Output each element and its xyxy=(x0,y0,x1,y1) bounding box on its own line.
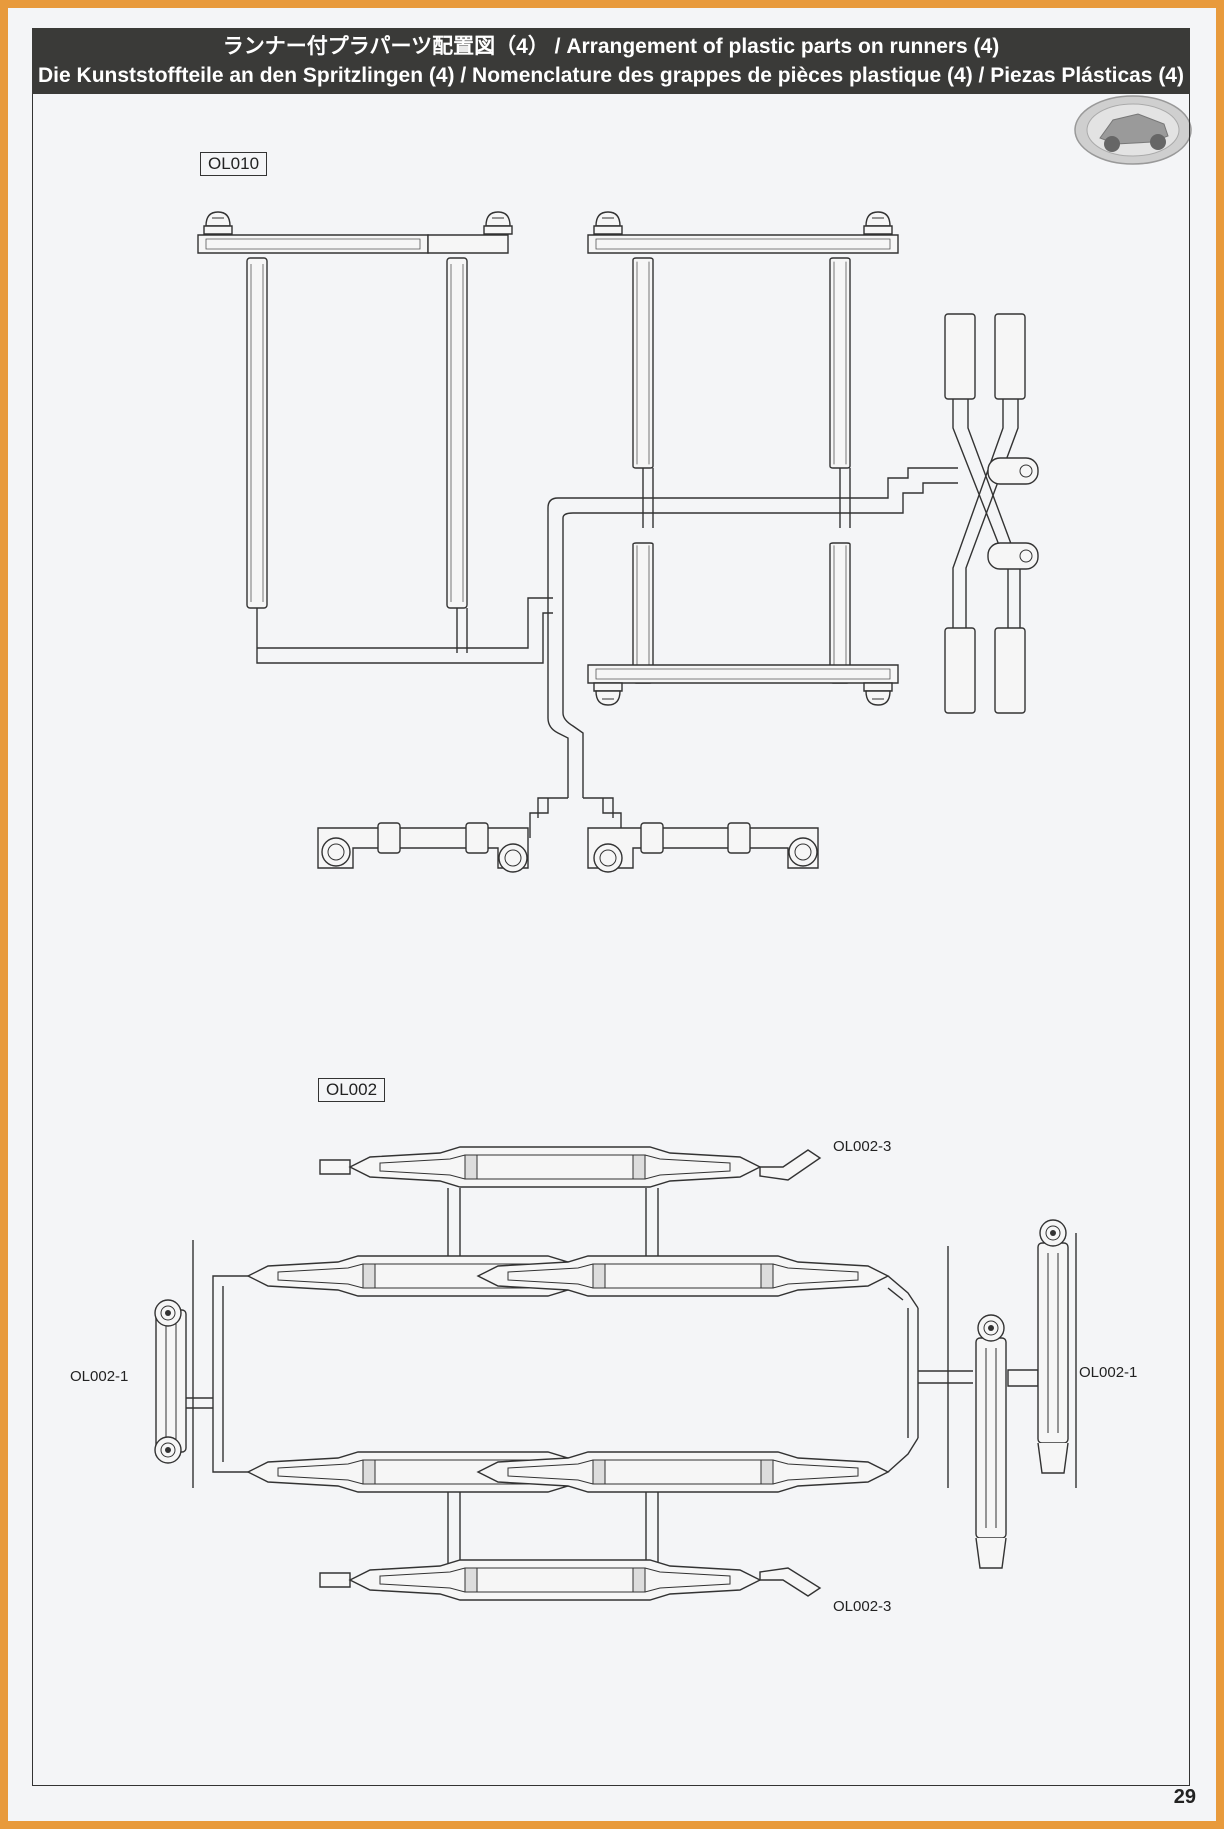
part-label-ol002-1-right: OL002-1 xyxy=(1079,1364,1138,1381)
header-title-line-2: Die Kunststoffteile an den Spritzlingen … xyxy=(38,64,1184,87)
runner-label-ol010: OL010 xyxy=(200,152,268,176)
part-label-ol002-3-top: OL002-3 xyxy=(833,1138,892,1155)
content-frame xyxy=(32,94,1190,1786)
part-label-ol002-3-bottom: OL002-3 xyxy=(833,1598,892,1615)
manual-page: ランナー付プラパーツ配置図（4） / Arrangement of plasti… xyxy=(8,8,1216,1821)
part-label-ol002-1-left: OL002-1 xyxy=(70,1368,129,1385)
runner-label-ol002: OL002 xyxy=(318,1078,386,1102)
magazine-logo xyxy=(1074,95,1192,165)
runner-ol010-drawing xyxy=(198,211,1038,872)
page-header: ランナー付プラパーツ配置図（4） / Arrangement of plasti… xyxy=(32,28,1190,94)
runner-ol002-drawing xyxy=(154,1146,1076,1601)
runner-line-drawings xyxy=(154,211,1216,1601)
header-title-line-1: ランナー付プラパーツ配置図（4） / Arrangement of plasti… xyxy=(222,35,1000,58)
page-number: 29 xyxy=(1173,1786,1196,1808)
